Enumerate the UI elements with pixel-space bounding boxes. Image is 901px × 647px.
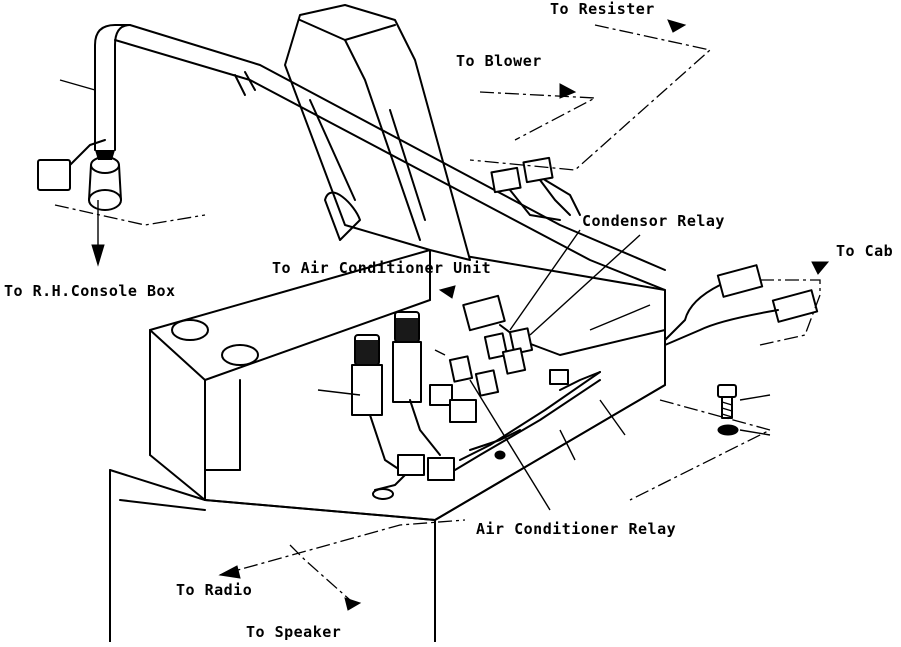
label-to-blower: To Blower — [456, 52, 542, 70]
label-to-resister: To Resister — [550, 0, 655, 18]
relays — [448, 327, 569, 397]
seat-panel — [284, 4, 471, 261]
blower-connectors — [490, 156, 581, 221]
main-harness-tube — [94, 24, 666, 291]
cab-connectors — [664, 264, 819, 346]
label-to-cab: To Cab — [836, 242, 894, 260]
label-to-speaker: To Speaker — [246, 623, 342, 641]
arrows — [91, 19, 830, 611]
label-to-air-conditioner-unit: To Air Conditioner Unit — [272, 259, 492, 277]
label-condensor-relay: Condensor Relay — [582, 212, 725, 230]
switches — [171, 311, 477, 423]
leader-lines — [54, 24, 821, 601]
label-air-conditioner-relay: Air Conditioner Relay — [476, 520, 677, 538]
label-to-radio: To Radio — [176, 581, 253, 599]
ac-unit-connector — [462, 294, 666, 356]
bolt-and-washer — [717, 384, 739, 436]
lower-harness — [369, 371, 601, 500]
label-to-rh-console-box: To R.H.Console Box — [4, 282, 176, 300]
rh-console-connector — [37, 139, 122, 211]
